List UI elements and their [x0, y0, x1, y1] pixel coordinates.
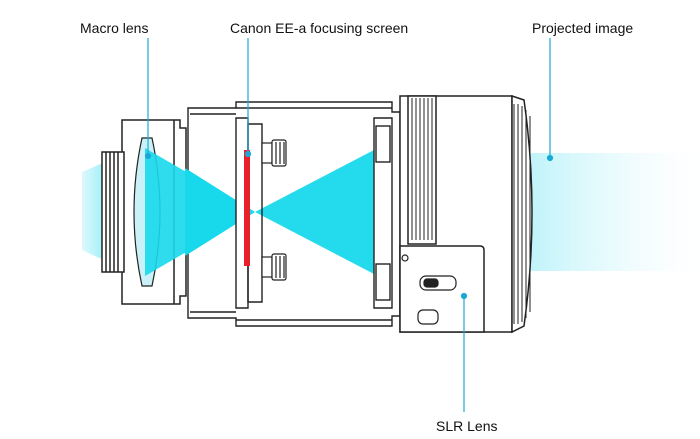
adjust-knob-bottom [261, 253, 287, 281]
slr-lens-mount [373, 117, 393, 309]
focusing-screen [244, 150, 250, 266]
diverging-beam [255, 150, 374, 274]
screen-entry-beam [185, 168, 255, 256]
callout-lines [144, 38, 554, 412]
adjust-knob-top [261, 139, 287, 167]
slr-lens-switches [401, 254, 457, 325]
slr-lens-ribbing [411, 98, 531, 324]
projected-image-beam [530, 153, 700, 271]
focusing-screen-label: Canon EE-a focusing screen [230, 20, 409, 36]
slr-lens-label: SLR Lens [436, 418, 498, 434]
projected-image-label: Projected image [532, 20, 634, 36]
macro-lens-label: Macro lens [80, 20, 149, 36]
